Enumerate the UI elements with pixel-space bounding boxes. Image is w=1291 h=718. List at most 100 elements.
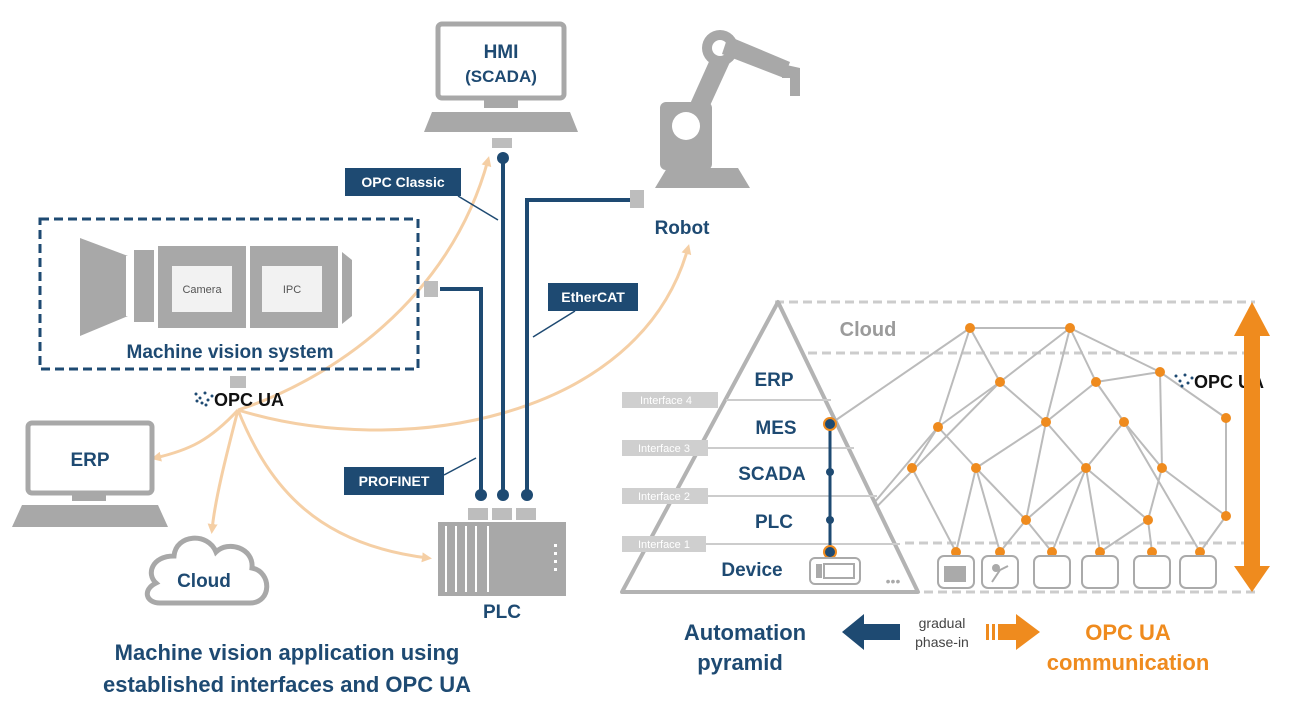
hmi-keyboard: [424, 112, 578, 132]
opcua-link-erp: [151, 408, 240, 462]
robot-gripper: [782, 64, 800, 96]
vision-boundary: [38, 217, 420, 371]
machine-vision-system: Camera IPC Machine vision system: [38, 217, 438, 388]
interface-1-tab: [622, 536, 706, 552]
robot-joint-lower: [672, 112, 700, 140]
vision-port: [424, 281, 438, 297]
opc-classic-box: [345, 168, 461, 196]
ethercat-label: EtherCAT: [561, 289, 625, 305]
pyramid-label: pyramid: [697, 650, 783, 675]
opc-classic-tag: OPC Classic: [345, 168, 499, 221]
cloud-icon: [144, 535, 270, 606]
opcua-link-cloud: [207, 409, 240, 534]
hmi-label: HMI: [484, 42, 519, 63]
pyramid-level-lines: [657, 399, 900, 545]
pyramid-connection: [823, 417, 837, 559]
vision-system-label: Machine vision system: [127, 342, 334, 363]
opcua-logo-text: OPC UA: [214, 390, 284, 410]
bus-robot-plc: [525, 198, 630, 495]
opcua-link-hmi: [237, 156, 492, 412]
level-erp: ERP: [754, 370, 793, 391]
bus-vision-plc: [440, 287, 483, 495]
hmi-sublabel: (SCADA): [465, 67, 537, 86]
cloud-left: Cloud: [144, 535, 270, 606]
device-node: [823, 545, 837, 559]
opcua-hub-port: [230, 376, 246, 388]
mes-node: [823, 417, 837, 431]
robot: Robot: [630, 30, 800, 239]
opcua-mesh: [835, 327, 1227, 553]
bus-node: [475, 489, 487, 501]
interface-1-label: Interface 1: [638, 539, 690, 551]
interface-tabs: Interface 4 Interface 3 Interface 2 Inte…: [622, 392, 718, 552]
opc-classic-leader: [457, 195, 499, 221]
level-plc: PLC: [755, 512, 793, 533]
arrow-shaft: [1244, 334, 1260, 570]
plc-port: [468, 508, 488, 520]
communication-label: communication: [1047, 650, 1210, 675]
bus-node: [497, 489, 509, 501]
bus-node: [521, 489, 533, 501]
opcua-link-plc: [236, 409, 432, 563]
automation-label: Automation: [684, 620, 806, 645]
left-caption-line2: established interfaces and OPC UA: [103, 672, 471, 697]
lens-icon: [80, 238, 128, 336]
ipc-label: IPC: [283, 284, 301, 296]
opcua-link-robot: [237, 244, 692, 432]
fieldbus-nodes: [475, 152, 533, 501]
housing-end-cap: [342, 252, 352, 324]
profinet-tag: PROFINET: [344, 457, 477, 495]
robot-arm-upper: [722, 36, 790, 78]
arrow-right-icon: [986, 614, 1040, 650]
opcua-comm-label: OPC UA: [1085, 620, 1171, 645]
plc-port: [516, 508, 536, 520]
interface-4-label: Interface 4: [640, 395, 692, 407]
hmi-port: [492, 138, 512, 148]
device-slot: [1081, 555, 1119, 589]
lens-ring: [134, 250, 154, 322]
erp-label: ERP: [70, 450, 109, 471]
arrow-left-icon: [842, 614, 900, 650]
opc-classic-label: OPC Classic: [361, 174, 444, 190]
ethercat-leader: [532, 310, 576, 338]
hmi-computer: HMI (SCADA): [424, 21, 578, 148]
device-slot: [1033, 555, 1071, 589]
phase-in-label: phase-in: [915, 634, 969, 650]
more-devices: •••: [886, 573, 901, 589]
profinet-leader: [443, 457, 477, 476]
gradual-label: gradual: [919, 615, 966, 631]
logo-dots: [194, 391, 214, 407]
arrow-head-up: [1234, 302, 1270, 336]
cloud-label: Cloud: [177, 571, 231, 592]
camera-panel: [172, 266, 232, 312]
erp-stand: [72, 493, 106, 501]
plc-slots: [445, 526, 489, 592]
profinet-label: PROFINET: [359, 473, 430, 489]
plc-node: [826, 516, 834, 524]
erp-computer: ERP: [12, 420, 168, 527]
opcua-connections: [151, 156, 692, 563]
device-slot: [1179, 555, 1217, 589]
arrow-head-down: [1234, 566, 1270, 592]
level-device: Device: [721, 560, 782, 581]
camera-label: Camera: [182, 284, 222, 296]
mesh-nodes: [907, 323, 1231, 557]
scada-node: [826, 468, 834, 476]
device-slot: [1133, 555, 1171, 589]
robot-base: [655, 168, 750, 188]
hmi-stand: [484, 98, 518, 108]
profinet-box: [344, 467, 444, 495]
erp-keyboard: [12, 505, 168, 527]
orange-vertical-arrow: [1234, 302, 1270, 592]
interface-3-label: Interface 3: [638, 443, 690, 455]
interface-2-tab: [622, 488, 708, 504]
cloud-layer-label: Cloud: [840, 319, 897, 341]
fieldbus-lines: [440, 158, 630, 495]
ethercat-box: [548, 283, 638, 311]
interface-4-tab: [622, 392, 718, 408]
plc-port: [492, 508, 512, 520]
level-mes: MES: [755, 418, 796, 439]
interface-2-label: Interface 2: [638, 491, 690, 503]
